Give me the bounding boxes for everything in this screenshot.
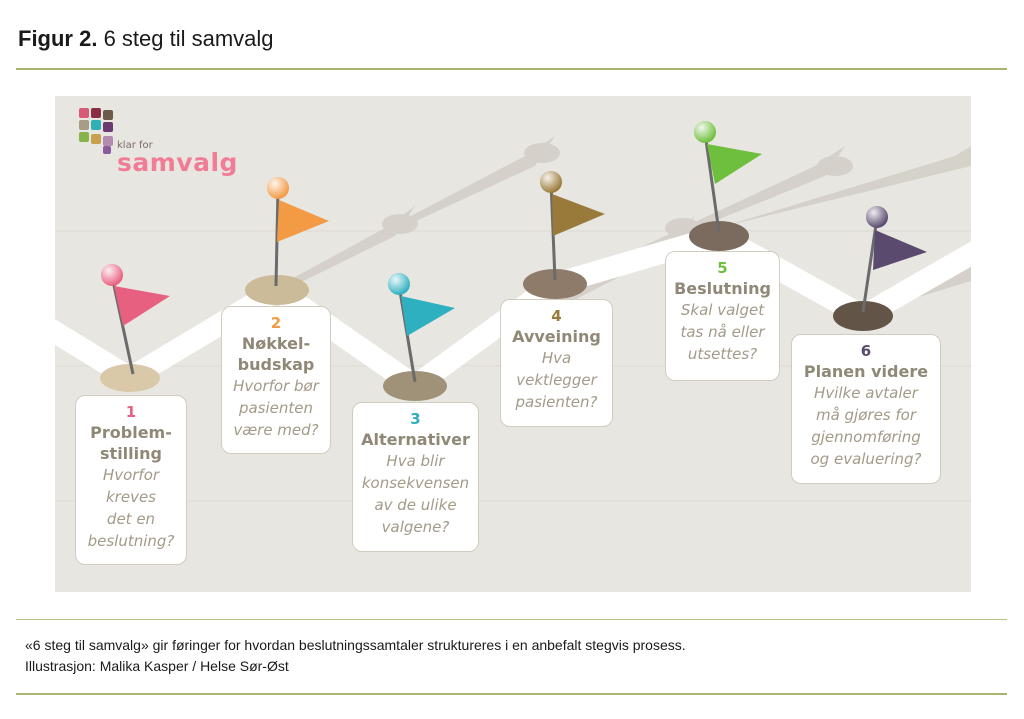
step-card-3: 3 Alternativer Hva blir konsekvensen av … [352,402,479,552]
platform-4 [523,269,587,299]
platform-1 [100,364,160,392]
path-illustration [55,121,971,502]
logo-big-text: samvalg [117,148,238,177]
step-number: 4 [551,307,562,325]
step-heading: Beslutning [674,279,771,298]
illustration-panel: klar for samvalg 1 Problem- stilling Hvo… [55,96,971,592]
step-heading: Planen videre [803,362,929,381]
platform-2 [245,275,309,305]
zigzag-path [55,225,971,397]
platform-3 [383,371,447,401]
step-heading: Nøkkel- budskap [237,334,315,374]
step-card-2: 2 Nøkkel- budskap Hvorfor bør pasienten … [221,306,331,454]
figure-caption: «6 steg til samvalg» gir føringer for hv… [25,635,686,677]
step-description: Skal valget tas nå eller utsettes? [680,301,765,363]
flag-2 [267,177,329,287]
step-description: Hvilke avtaler må gjøres for gjennomføri… [810,384,922,468]
step-description: Hva vektlegger pasienten? [515,349,598,411]
step-card-6: 6 Planen videre Hvilke avtaler må gjøres… [791,334,941,484]
samvalg-logo: klar for samvalg [77,106,237,177]
top-divider [16,68,1007,70]
platform-6 [833,301,893,331]
step-number: 3 [410,410,421,428]
step-card-1: 1 Problem- stilling Hvorfor kreves det e… [75,395,187,565]
flag-5 [694,121,762,233]
logo-small-text: klar for [117,140,153,151]
figure-label: Figur 2. [18,26,98,51]
step-description: Hvorfor bør pasienten være med? [233,377,319,439]
step-description: Hvorfor kreves det en beslutning? [87,466,175,550]
flag-1 [101,264,170,375]
step-heading: Alternativer [361,430,470,449]
step-heading: Avveining [512,327,601,346]
bottom-divider [16,693,1007,695]
step-heading: Problem- stilling [90,423,172,463]
figure-title-text: 6 steg til samvalg [103,26,274,51]
flag-4 [540,171,605,281]
caption-divider [16,619,1007,620]
step-number: 1 [125,403,137,421]
step-description: Hva blir konsekvensen av de ulike valgen… [361,452,470,536]
flag-3 [388,273,455,383]
platform-5 [689,221,749,251]
step-card-4: 4 Avveining Hva vektlegger pasienten? [500,299,613,427]
step-number: 5 [717,259,728,277]
flag-6 [861,206,927,313]
step-card-5: 5 Beslutning Skal valget tas nå eller ut… [665,251,780,381]
step-number: 2 [270,314,282,332]
caption-credit: Illustrasjon: Malika Kasper / Helse Sør-… [25,658,289,674]
caption-text: «6 steg til samvalg» gir føringer for hv… [25,637,686,653]
step-number: 6 [860,342,872,360]
figure-title: Figur 2. 6 steg til samvalg [18,26,274,52]
